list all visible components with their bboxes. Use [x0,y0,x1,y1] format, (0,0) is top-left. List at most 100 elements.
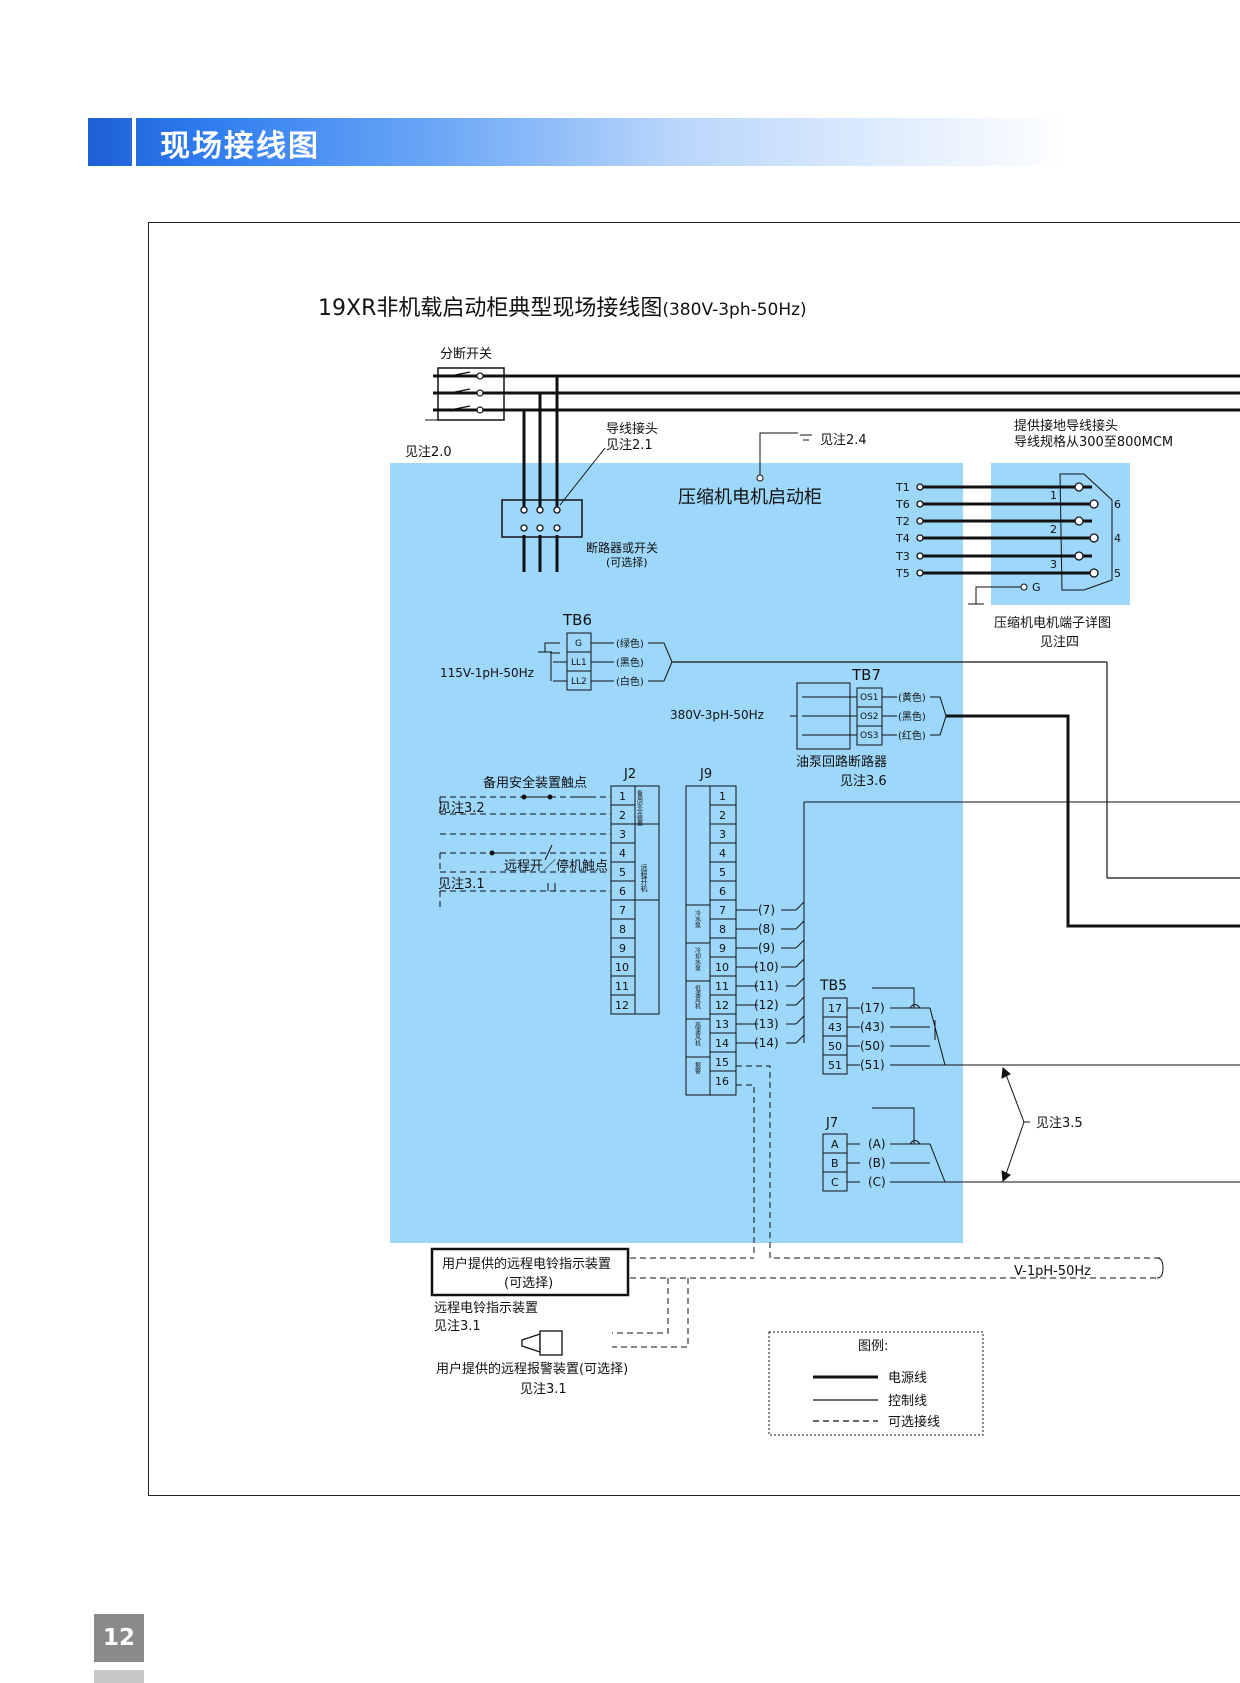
user-bell-label: 用户提供的远程电铃指示装置 [442,1256,611,1272]
j9-row-4: 4 [719,847,726,860]
j2-contacts [489,794,590,891]
j2-block [610,785,660,1015]
disconnect-switch [425,367,505,421]
tb5-wire-43: (43) [860,1020,885,1034]
tb7-row-os1: OS1 [860,693,879,703]
tb6-row-ll1: LL1 [571,658,587,668]
breaker-contacts [520,506,561,532]
see-note-2-4: 见注2.4 [820,433,867,448]
tb5-wire-51: (51) [860,1058,885,1072]
j9-wire-12: (12) [754,998,779,1012]
j9-wire-7: (7) [758,903,775,917]
terminal-t6: T6 [895,498,910,511]
legend-control-label: 控制线 [888,1394,927,1409]
motor-num-4: 4 [1114,532,1121,545]
j9-rows: 1 2 3 4 5 6 7 8 9 10 11 12 13 14 15 16 [715,790,729,1088]
see-note-4: 见注四 [1040,635,1079,650]
j7-label: J7 [825,1116,838,1131]
motor-terminal-lines [919,485,1092,575]
legend-power-label: 电源线 [888,1371,927,1386]
tb5-row-51: 51 [828,1059,842,1072]
wire-spec-label: 导线规格从300至800MCM [1014,434,1173,450]
j9-wire-9: (9) [758,941,775,955]
tb7-rows: OS1 OS2 OS3 [860,693,879,741]
note-3-5-arrows [1001,1066,1030,1183]
j2-side-safety: 备用安全装置 [636,789,643,826]
j9-row-5: 5 [719,866,726,879]
see-note-3-5: 见注3.5 [1036,1116,1083,1131]
j9-row-6: 6 [719,885,726,898]
motor-num-5: 5 [1114,567,1121,580]
j9-side-alarm: 报警 [694,1061,701,1075]
tb6-black: (黑色) [616,656,644,669]
diagram-title: 19XR非机载启动柜典型现场接线图(380V-3ph-50Hz) [318,290,807,322]
disconnect-label: 分断开关 [440,347,492,362]
see-note-2-1: 见注2.1 [606,438,653,453]
diagram-frame [148,222,1240,1496]
j7-wire-a: (A) [868,1137,886,1151]
j9-side-low-fan: 低速风机 [694,984,701,1010]
tb7-row-os2: OS2 [860,712,879,722]
j9-block [685,785,737,1096]
legend-title: 图例: [858,1339,888,1354]
j9-side-chw-pump: 冷水泵 [694,909,701,928]
tb5-row-17: 17 [828,1002,842,1015]
tb6-label: TB6 [562,611,592,629]
j9-wire-10: (10) [754,960,779,974]
j2-row-3: 3 [619,828,626,841]
user-bell-optional: (可选择) [504,1276,553,1291]
see-note-3-1a: 见注3.1 [438,877,485,892]
tb5-row-43: 43 [828,1021,842,1034]
v380-label: 380V-3pH-50Hz [670,708,764,722]
see-note-3-1b: 见注3.1 [434,1319,481,1334]
tb7-red: (红色) [898,729,926,742]
j9-row-1: 1 [719,790,726,803]
j7-row-b: B [831,1157,839,1170]
tb6-rows: G LL1 LL2 [571,639,587,687]
j2-rows: 1 2 3 4 5 6 7 8 9 10 11 12 [615,790,629,1012]
tb7-yellow: (黄色) [898,691,926,704]
see-note-3-2: 见注3.2 [438,801,485,816]
tb6-block [538,632,1240,879]
j9-row-12: 12 [715,999,729,1012]
header-separator [132,118,136,166]
tb6-row-ll2: LL2 [571,677,587,687]
tb5-wire-50: (50) [860,1039,885,1053]
motor-num-3: 3 [1050,558,1057,571]
tb5-label: TB5 [819,978,847,994]
motor-terminal-nodes [916,482,1099,578]
user-bell-box [430,1247,630,1297]
j7-wire-labels: (A) (B) (C) [868,1137,886,1189]
v-1ph-label: V-1pH-50Hz [1014,1264,1091,1279]
terminal-t3: T3 [895,550,910,563]
tb6-white: (白色) [616,675,644,688]
page-title: 现场接线图 [160,129,320,164]
alarm-horn-icon [521,1330,563,1356]
header-bar [88,118,1068,166]
j9-wire-8: (8) [758,922,775,936]
wire-connector-label: 导线接头 [606,421,658,437]
motor-terminal-names: T1 T6 T2 T4 T3 T5 1 6 2 4 3 5 [895,481,1121,580]
motor-num-1: 1 [1050,489,1057,502]
j9-row-9: 9 [719,942,726,955]
legend-box [768,1331,984,1436]
j9-side-high-fan: 高速风机 [694,1021,701,1047]
tb6-colors: (绿色) (黑色) (白色) [616,637,644,688]
backup-safety-label: 备用安全装置触点 [483,775,587,791]
j7-block [822,1107,1240,1192]
j9-side-labels: 冷水泵 冷却水泵 低速风机 高速风机 报警 [694,909,701,1075]
j9-side-cw-pump: 冷却水泵 [694,946,701,971]
j2-row-12: 12 [615,999,629,1012]
tb5-wire-labels: (17) (43) (50) (51) [860,1001,885,1072]
j9-row-7: 7 [719,904,726,917]
see-note-3-1c: 见注3.1 [520,1382,567,1397]
cabinet-label: 压缩机电机启动柜 [678,487,822,508]
j2-row-1: 1 [619,790,626,803]
tb6-row-g: G [575,639,582,649]
j2-label: J2 [623,767,636,782]
motor-outline [1059,473,1113,591]
motor-num-6: 6 [1114,498,1121,511]
user-alarm-label: 用户提供的远程报警装置(可选择) [436,1361,628,1377]
tb5-wire-17: (17) [860,1001,885,1015]
